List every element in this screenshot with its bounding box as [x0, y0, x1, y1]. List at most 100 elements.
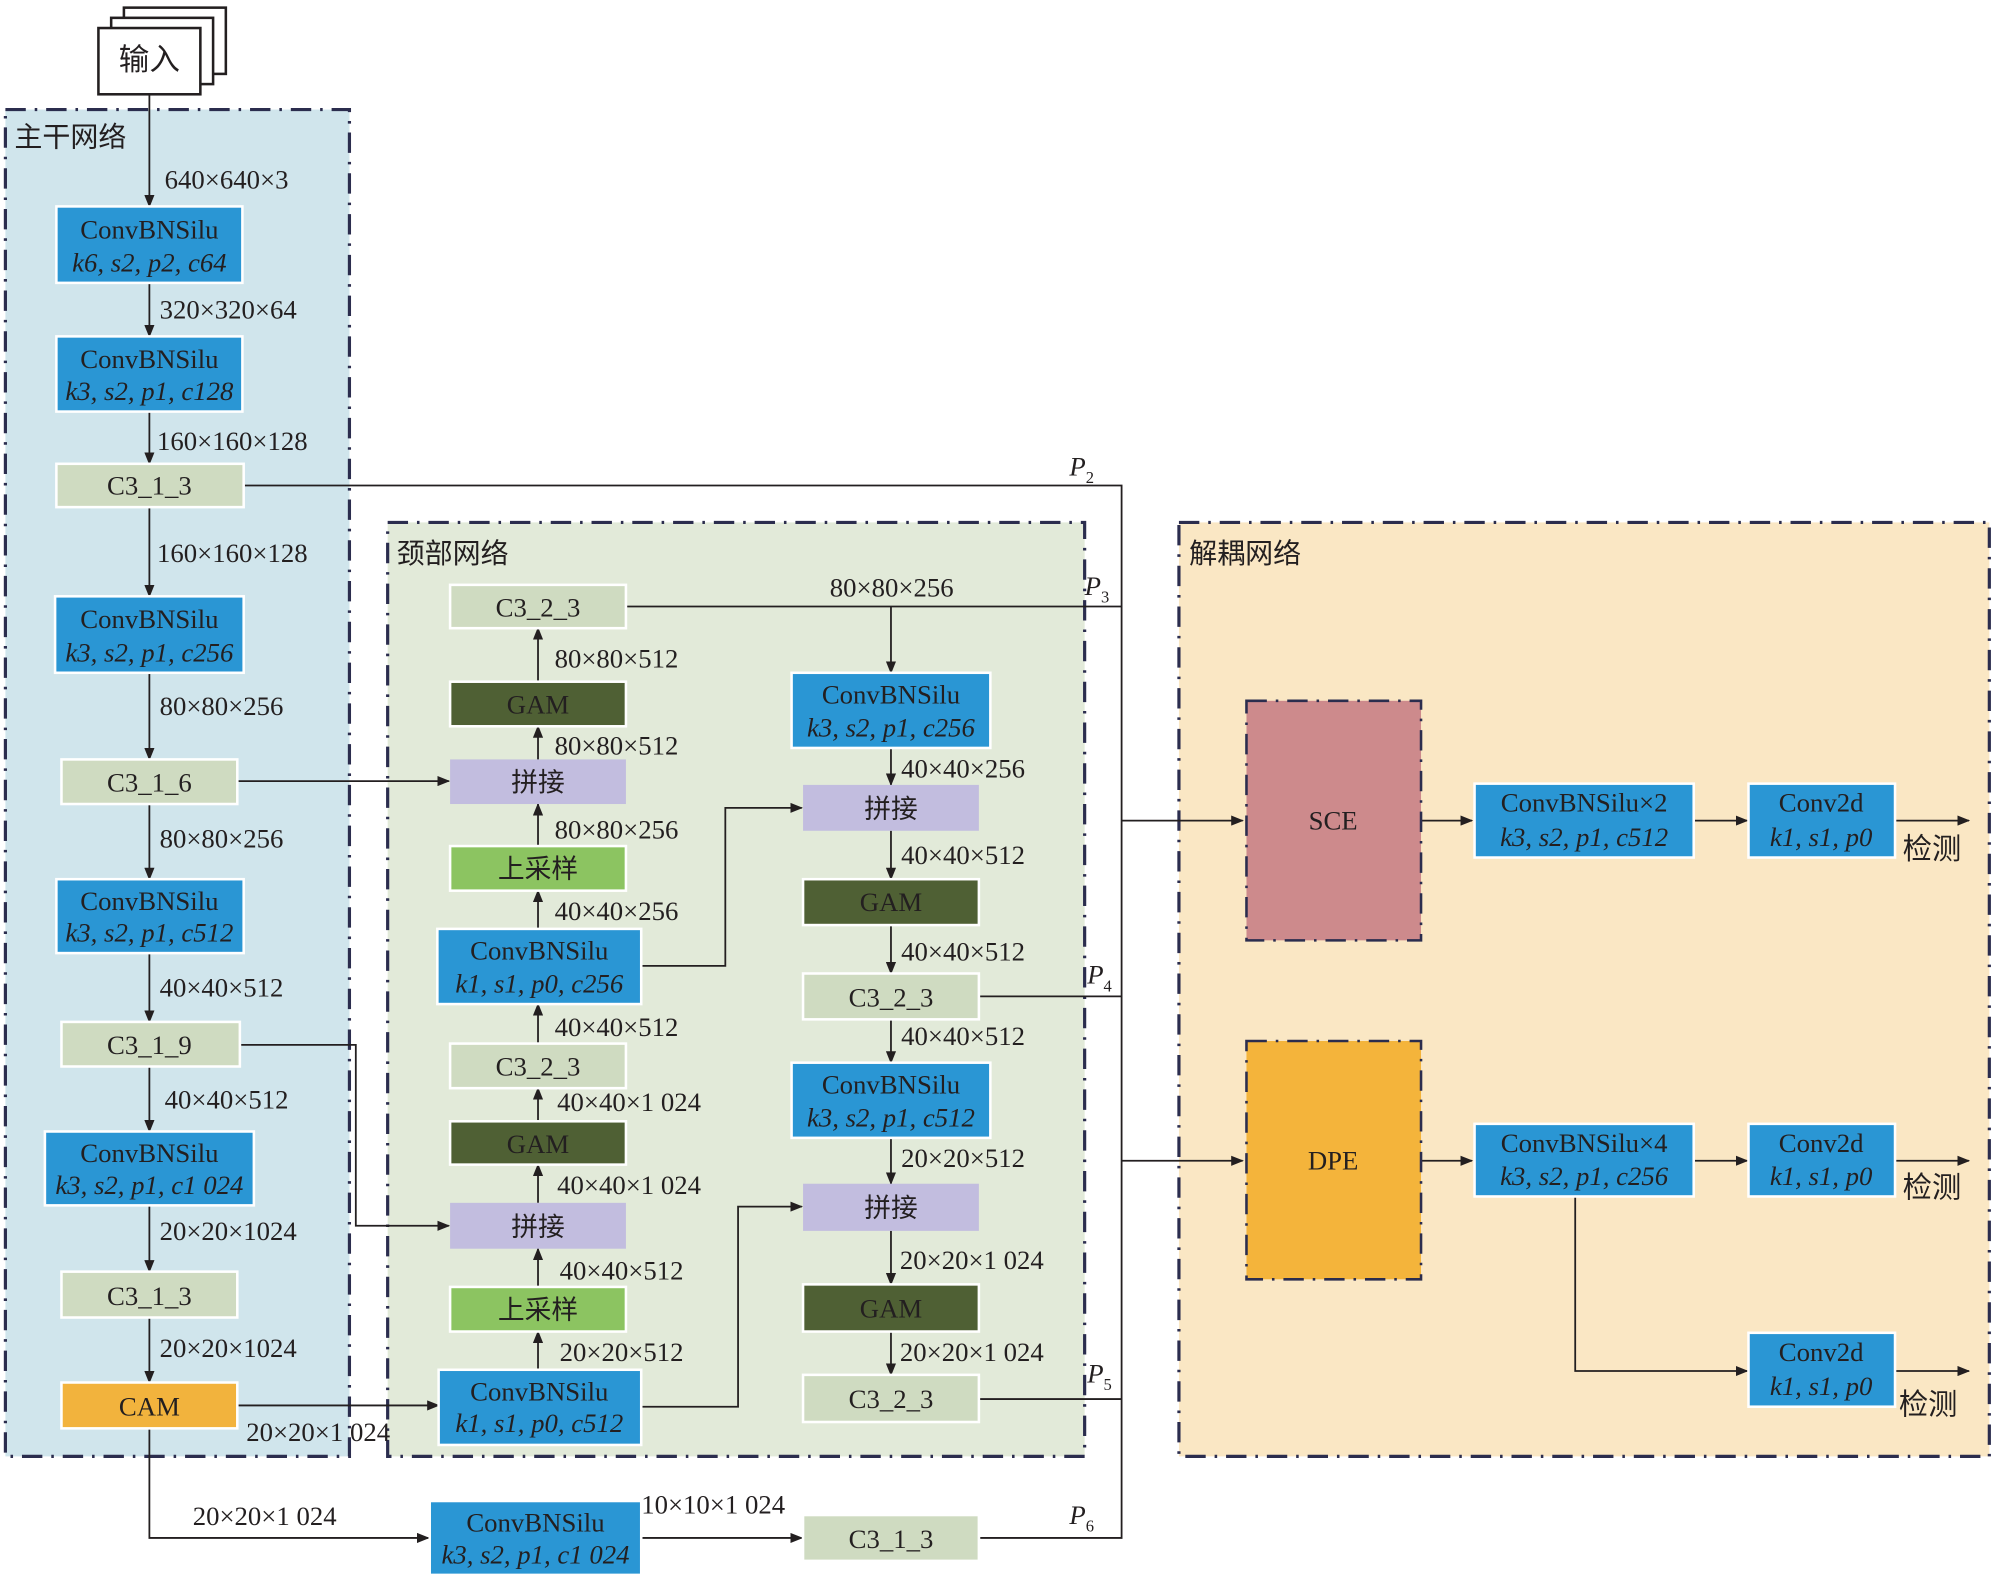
neck-right-dims: 80×80×256 40×40×256 40×40×512 40×40×512 … [830, 572, 1044, 1367]
gam-block[interactable]: GAM [801, 877, 981, 927]
concat-block[interactable]: 拼接 [803, 1183, 979, 1231]
dim-label: 40×40×512 [165, 1085, 289, 1115]
dim-label: 40×40×1 024 [557, 1087, 701, 1117]
c3-block[interactable]: C3_1_3 [801, 1513, 981, 1563]
conv-block[interactable]: ConvBNSilu×4k3, s2, p1, c256 [1473, 1122, 1695, 1198]
dim-label: 80×80×256 [555, 814, 679, 844]
block-params: k3, s2, p1, c256 [807, 712, 976, 742]
c3-block[interactable]: C3_2_3 [448, 1042, 628, 1090]
block-params: k1, s1, p0, c512 [455, 1408, 623, 1438]
dim-label: 20×20×1 024 [900, 1337, 1044, 1367]
c3-block[interactable]: C3_2_3 [801, 1373, 981, 1424]
c3-block[interactable]: C3_1_6 [60, 758, 239, 806]
detect-label: 检测 [1903, 1172, 1962, 1205]
block-label: Conv2d [1779, 1128, 1864, 1158]
upsample-block[interactable]: 上采样 [448, 1285, 628, 1333]
block-label: 拼接 [511, 767, 565, 797]
dim-label: 40×40×1 024 [557, 1170, 701, 1200]
backbone-title: 主干网络 [14, 122, 126, 154]
dim-label: 40×40×256 [901, 753, 1025, 783]
upsample-block[interactable]: 上采样 [448, 844, 628, 892]
dpe-block[interactable]: DPE [1245, 1039, 1423, 1281]
neck-left-dims: 80×80×512 80×80×512 80×80×256 40×40×256 … [246, 644, 701, 1447]
input-label: 输入 [119, 43, 180, 77]
detect-label: 检测 [1899, 1388, 1958, 1421]
block-params: k3, s2, p1, c256 [1500, 1161, 1669, 1191]
c3-block[interactable]: C3_1_3 [55, 462, 245, 509]
port-p5: P5 [1086, 1359, 1112, 1395]
c3-block[interactable]: C3_1_3 [60, 1270, 239, 1319]
block-label: GAM [507, 690, 569, 720]
dim-label: 40×40×512 [160, 972, 284, 1002]
port-p4: P4 [1086, 960, 1112, 996]
gam-block[interactable]: GAM [448, 680, 628, 728]
block-params: k1, s1, p0 [1770, 1161, 1873, 1191]
concat-block[interactable]: 拼接 [803, 784, 979, 831]
head-region [1177, 520, 1991, 1458]
head-edges [1421, 815, 1971, 1377]
dim-label: 40×40×512 [901, 840, 1025, 870]
block-label: SCE [1309, 806, 1358, 836]
port-p3: P3 [1084, 571, 1110, 607]
neck-edges [532, 605, 1244, 1544]
dim-label: 20×20×1 024 [246, 1417, 390, 1447]
dim-label: 20×20×512 [560, 1337, 684, 1367]
block-label: ConvBNSilu [822, 679, 960, 709]
block-label: C3_1_3 [849, 1524, 934, 1554]
block-label: C3_1_9 [107, 1030, 192, 1060]
gam-block[interactable]: GAM [801, 1283, 981, 1333]
block-label: C3_1_6 [107, 767, 192, 797]
block-params: k3, s2, p1, c1 024 [55, 1170, 243, 1200]
input-node: 输入 [97, 6, 228, 96]
c3-block[interactable]: C3_1_9 [60, 1020, 242, 1068]
block-label: GAM [860, 887, 922, 917]
block-label: GAM [860, 1294, 922, 1324]
block-params: k1, s1, p0 [1770, 822, 1873, 852]
concat-block[interactable]: 拼接 [450, 1202, 626, 1249]
backbone-dims: 640×640×3 320×320×64 160×160×128 160×160… [157, 165, 308, 1363]
backbone-edges [144, 94, 1123, 1544]
dim-label: 40×40×512 [901, 937, 1025, 967]
c3-block[interactable]: C3_2_3 [801, 972, 981, 1021]
dim-label: 80×80×512 [555, 644, 679, 674]
block-label: C3_1_3 [107, 470, 192, 500]
block-label: C3_2_3 [849, 983, 934, 1013]
detect-label: 检测 [1903, 833, 1962, 866]
block-label: ConvBNSilu [80, 604, 218, 634]
head-title: 解耦网络 [1189, 538, 1301, 570]
dim-label: 20×20×512 [901, 1143, 1025, 1173]
gam-block[interactable]: GAM [448, 1120, 628, 1166]
sce-block[interactable]: SCE [1245, 699, 1423, 942]
dim-label: 40×40×512 [560, 1255, 684, 1285]
block-label: CAM [119, 1392, 180, 1422]
cam-block[interactable]: CAM [60, 1381, 239, 1430]
dim-label: 40×40×512 [555, 1012, 679, 1042]
block-label: GAM [507, 1129, 569, 1159]
block-params: k6, s2, p2, c64 [72, 247, 227, 277]
neck-title: 颈部网络 [397, 538, 509, 570]
dim-label: 10×10×1 024 [641, 1490, 785, 1520]
block-label: 上采样 [498, 1295, 578, 1325]
dim-label: 20×20×1024 [160, 1216, 297, 1246]
c3-block[interactable]: C3_2_3 [448, 583, 628, 630]
concat-block[interactable]: 拼接 [450, 759, 626, 805]
block-label: 拼接 [864, 794, 918, 824]
conv-block[interactable]: ConvBNSilu×2k3, s2, p1, c512 [1473, 782, 1695, 859]
block-label: ConvBNSilu [822, 1069, 960, 1099]
block-label: ConvBNSilu [466, 1508, 604, 1538]
block-params: k3, s2, p1, c512 [65, 918, 233, 948]
